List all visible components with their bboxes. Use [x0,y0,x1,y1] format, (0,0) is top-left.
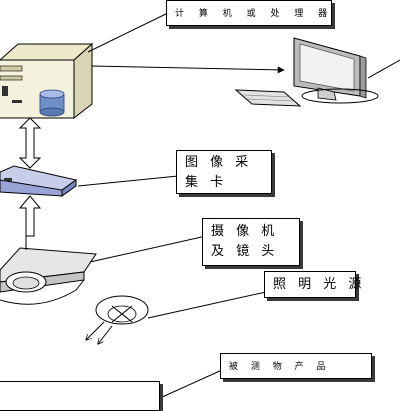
computer-callout-leader [87,11,171,53]
callout-image-capture-card: 图 像 采 集 卡 [176,150,272,194]
light-source-icon [86,295,149,344]
capture-callout-leader [77,175,179,187]
monitor-callout-leader [367,59,400,79]
vision-system-diagram [0,11,400,399]
disk-cylinder-icon [39,89,65,117]
camera-callout-leader [89,235,207,263]
callout-capture-line-2: 集 卡 [185,175,228,190]
camera-lens-icon [0,234,97,305]
callout-camera-line-2: 及 镜 头 [211,244,279,259]
callout-tested-product: 被 测 物 产 品 [220,353,372,379]
keyboard-icon [234,89,302,107]
computer-tower-icon [0,42,94,120]
callout-box-partial [0,381,160,411]
callout-light-text: 照 明 光 源 [273,277,366,292]
callout-computer-processor: 计 算 机 或 处 理 器 [166,0,332,26]
callout-product-text: 被 测 物 产 品 [229,362,331,372]
monitor-icon [293,37,379,104]
callout-camera-line-1: 摄 像 机 [211,224,279,239]
callout-camera-lens: 摄 像 机 及 镜 头 [202,218,300,266]
callout-illumination-light: 照 明 光 源 [264,271,366,298]
double-arrow-computer-capture [18,117,42,169]
connection-arrow-computer-monitor [91,65,285,74]
capture-card-icon [0,165,78,197]
callout-capture-line-1: 图 像 采 [185,155,253,170]
light-callout-leader [147,291,267,319]
callout-computer-text: 计 算 机 或 处 理 器 [175,9,334,19]
product-callout-leader [159,369,223,399]
up-arrow-camera-capture [18,195,42,237]
